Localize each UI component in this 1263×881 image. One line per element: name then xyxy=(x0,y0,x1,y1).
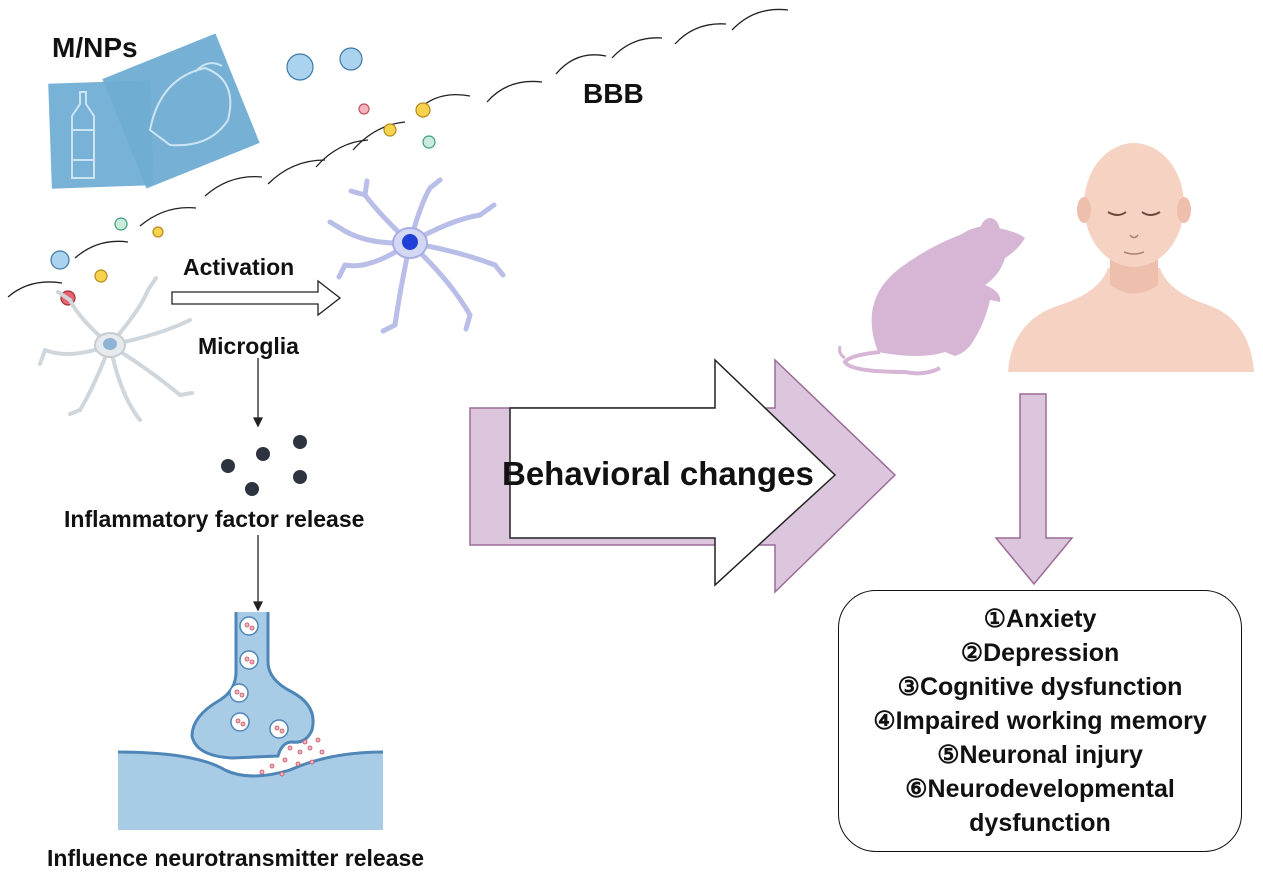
mouse-icon xyxy=(838,218,1025,376)
microglia-resting-icon xyxy=(38,276,194,422)
bbb-label: BBB xyxy=(583,78,644,109)
outcome-item: ⑤Neuronal injury xyxy=(937,741,1143,769)
behavioral-arrow xyxy=(469,358,897,594)
mnps-label: M/NPs xyxy=(52,32,138,63)
outcome-item: ②Depression xyxy=(960,639,1120,667)
microglia-activated-icon xyxy=(327,177,506,334)
activation-label: Activation xyxy=(183,254,295,280)
outcome-item: ⑥Neurodevelopmental xyxy=(905,775,1175,803)
flow-arrows xyxy=(252,358,264,612)
outcome-arrow xyxy=(994,393,1074,586)
neurotransmitter-label: Influence neurotransmitter release xyxy=(47,845,425,871)
inflammatory-factors xyxy=(221,435,307,496)
outcome-item: ③Cognitive dysfunction xyxy=(897,673,1183,701)
bbb-barrier xyxy=(7,8,789,298)
activation-arrow xyxy=(171,279,342,317)
human-head-icon xyxy=(1008,143,1254,372)
outcome-item: ①Anxiety xyxy=(983,605,1097,633)
outcome-item: ④Impaired working memory xyxy=(873,707,1207,735)
microglia-label: Microglia xyxy=(198,333,299,359)
inflammatory-label: Inflammatory factor release xyxy=(64,506,365,532)
outcome-item: dysfunction xyxy=(969,809,1111,837)
nanoplastic-particles xyxy=(50,47,436,306)
plastic-bag-icon xyxy=(102,33,260,189)
synapse-icon xyxy=(117,612,384,830)
outcome-box: ①Anxiety ②Depression ③Cognitive dysfunct… xyxy=(838,590,1242,852)
behavioral-changes-label: Behavioral changes xyxy=(502,455,814,492)
